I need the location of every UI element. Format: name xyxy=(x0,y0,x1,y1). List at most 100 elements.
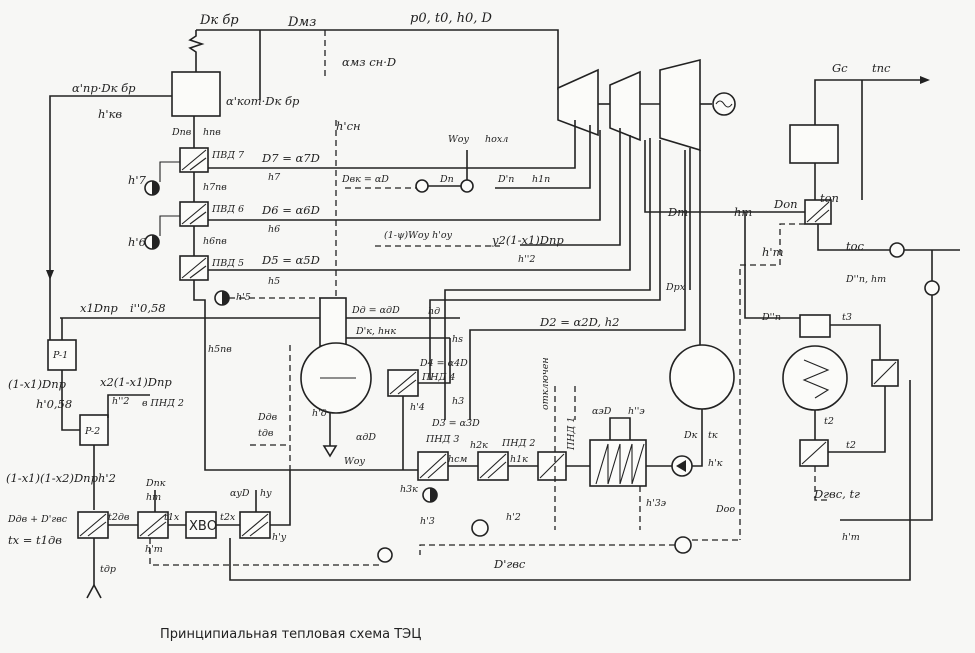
gvs-line xyxy=(840,295,933,521)
t2-line xyxy=(828,386,886,453)
label-y2: y2(1-x1)Dпр xyxy=(491,233,564,247)
turbine-icon xyxy=(557,58,712,152)
label-h7p: h'7 xyxy=(128,173,147,187)
label-gc: Gс xyxy=(832,61,848,75)
label-pnd1: ПНД 1 xyxy=(566,417,577,451)
label-h-pv: hпв xyxy=(203,127,221,138)
label-d-dv2: Dдв xyxy=(257,412,278,423)
label-pnd2: ПНД 2 xyxy=(501,438,535,449)
label-d-gvs2: D'гвс xyxy=(493,557,526,571)
label-h-okhl: hохл xyxy=(485,134,508,145)
label-h-1p: h1п xyxy=(532,174,550,185)
label-v-pnd2: в ПНД 2 xyxy=(142,398,184,409)
pump-icon xyxy=(471,519,489,537)
lp-heater-4 xyxy=(387,369,419,397)
drain-arrow xyxy=(86,583,102,599)
label-hvo: ХВО xyxy=(189,519,217,534)
label-h6pv: h6пв xyxy=(203,236,227,247)
label-p2: P-2 xyxy=(84,426,100,437)
deaerator xyxy=(300,297,372,414)
pump-icon xyxy=(422,487,438,503)
superheater-coil xyxy=(188,30,205,72)
label-w-ou2: Wоу xyxy=(344,456,365,467)
extraction-bk xyxy=(495,125,591,189)
fw-line-main xyxy=(193,280,400,471)
pump-icon xyxy=(322,445,338,458)
blowdown-line xyxy=(49,95,172,340)
main-steam-line xyxy=(196,29,559,90)
label-tx: tx = t1дв xyxy=(8,533,62,547)
heat-exchanger-main xyxy=(782,314,848,411)
label-d2: D2 = α2D, h2 xyxy=(539,315,619,329)
peak-boiler xyxy=(789,124,839,164)
gvs-return xyxy=(229,380,911,581)
extraction-5 xyxy=(228,135,631,271)
label-t-ps: tпс xyxy=(872,61,891,75)
ht-drain xyxy=(149,538,380,566)
label-t-op: tоп xyxy=(820,191,839,205)
label-h6: h6 xyxy=(268,224,280,235)
lp-heater-3 xyxy=(417,451,449,481)
label-h-sm: hсм xyxy=(448,454,467,465)
heater-t2 xyxy=(799,439,829,467)
heater-dv xyxy=(77,511,109,539)
p1-to-p2 xyxy=(61,370,80,431)
label-t-dr: tдр xyxy=(100,564,116,575)
label-h-dp: h'д xyxy=(312,408,327,419)
pp-line xyxy=(744,212,800,319)
label-t-2: t2 xyxy=(824,416,834,427)
pump-icon xyxy=(924,280,940,296)
label-h2pp: h''2 xyxy=(518,254,535,265)
drain xyxy=(159,215,180,236)
label-d-pv: Dпв xyxy=(171,127,192,138)
label-steam-params: p0, t0, h0, D xyxy=(410,11,493,26)
heater-t3 xyxy=(871,359,899,387)
lp-heater-2 xyxy=(477,451,509,481)
label-d-d: Dд = αдD xyxy=(351,305,400,316)
label-h6p: h'6 xyxy=(128,235,146,249)
condenser xyxy=(669,344,735,410)
label-h3p: h'3 xyxy=(420,516,435,527)
extraction-6 xyxy=(228,130,601,221)
label-d-p: Dп xyxy=(439,174,454,185)
label-d-bk: Dвк = αD xyxy=(341,174,389,185)
label-h3k: h3к xyxy=(400,484,418,495)
label-t-1x: t1x xyxy=(164,512,180,523)
label-one-minus-x1: (1-x1)Dпр xyxy=(8,377,67,391)
label-h058: h'0,58 xyxy=(36,397,72,411)
pnd4-to-da xyxy=(418,338,451,384)
boiler xyxy=(171,71,221,117)
ejector-block xyxy=(589,439,647,487)
label-h-sn: h'сн xyxy=(336,119,361,133)
label-t-os: tос xyxy=(846,239,865,253)
label-alpha-pr: α'пр·Dк бр xyxy=(72,81,136,95)
label-d7: D7 = α7D xyxy=(261,151,320,165)
hp-heater-5 xyxy=(179,255,209,281)
pump-icon xyxy=(889,242,905,258)
label-d-dv: Dдв + D'гвс xyxy=(7,514,68,525)
label-otklyuchen: отключен xyxy=(540,357,551,410)
oo-return xyxy=(419,544,675,555)
label-h2pp-c: h'2 xyxy=(506,512,521,523)
label-h1k: h1к xyxy=(510,454,528,465)
label-d-k: Dк xyxy=(683,430,698,441)
label-h4p: h'4 xyxy=(410,402,425,413)
label-h-e: h''э xyxy=(628,406,645,417)
label-h2pp-b: h''2 xyxy=(112,396,129,407)
label-p1: P-1 xyxy=(52,350,68,361)
lp-heater-1 xyxy=(537,451,567,481)
pump-icon xyxy=(671,455,693,477)
label-d5: D5 = α5D xyxy=(261,253,320,267)
t3-line xyxy=(830,324,881,360)
label-h3: h3 xyxy=(452,396,464,407)
label-d-op: Dоп xyxy=(773,197,798,211)
generator-icon xyxy=(712,92,736,116)
pump-icon xyxy=(674,536,692,554)
network-supply xyxy=(814,79,920,125)
label-d-gvs: Dгвс, tг xyxy=(813,487,860,501)
label-h-t: hт xyxy=(146,492,161,503)
pump-icon xyxy=(144,180,160,196)
gvs-dash xyxy=(814,466,830,501)
